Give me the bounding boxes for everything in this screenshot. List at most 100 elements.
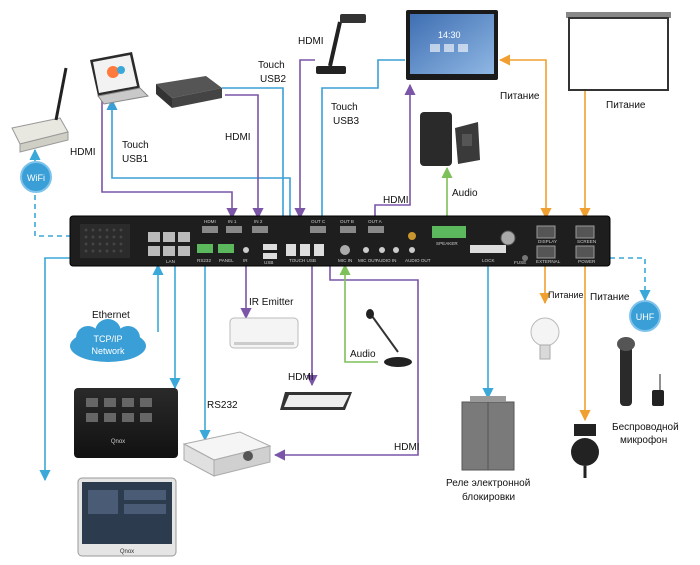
- lan-port-icon: [148, 232, 160, 242]
- main-controller: HDMI IN 1 IN 2 OUT C OUT B OUT A SPEAKER…: [69, 215, 611, 267]
- label-audio-mic: Audio: [350, 349, 376, 360]
- power-plug-icon: [571, 424, 599, 478]
- relay-port-icon: [536, 225, 556, 239]
- touch-usb-port-icon: [286, 244, 296, 256]
- hdmi-port-icon: [310, 226, 326, 233]
- relay-port-icon: [575, 245, 595, 259]
- port-label: MIC OUT: [358, 258, 378, 263]
- label-hdmi-laptop: HDMI: [70, 147, 96, 158]
- line-uhf: [610, 257, 651, 302]
- line-laptop-hdmi: [101, 100, 238, 220]
- port-label: FUSE: [514, 260, 526, 265]
- port-label: SPEAKER: [436, 241, 458, 246]
- touch-usb-port-icon: [314, 244, 324, 256]
- lock-relay-door-icon: [461, 396, 515, 471]
- interactive-display-icon: 14:30: [406, 10, 498, 80]
- label-touch-usb3-b: USB3: [333, 116, 360, 127]
- desk-microphone-icon: [366, 309, 412, 367]
- line-usb2: [222, 87, 284, 218]
- label-rs232: RS232: [207, 400, 238, 411]
- port-label: PANEL: [219, 258, 234, 263]
- rs232-terminal-icon: [197, 244, 213, 253]
- label-ir-emitter: IR Emitter: [249, 297, 294, 308]
- line-mic-audio: [339, 263, 378, 363]
- port-label: AUDIO OUT: [405, 258, 431, 263]
- label-relay-b: блокировки: [462, 491, 515, 503]
- label-hdmi-monitor: HDMI: [288, 372, 314, 383]
- port-label: LOCK: [482, 258, 495, 263]
- network-cloud-icon: TCP/IP Network: [70, 319, 146, 362]
- port-label: POWER: [578, 259, 596, 264]
- display-clock: 14:30: [438, 30, 461, 40]
- line-usb3: [321, 59, 405, 218]
- hdmi-port-icon: [252, 226, 268, 233]
- bnc-connector-icon: [500, 230, 516, 246]
- label-hdmi-player: HDMI: [225, 132, 251, 143]
- wifi-cloud-icon: WiFi: [20, 161, 52, 193]
- label-wireless-mic-b: микрофон: [620, 434, 667, 446]
- label-touch-usb3-a: Touch: [331, 102, 358, 113]
- label-touch-usb1-a: Touch: [122, 140, 149, 151]
- brand-label: Qnox: [111, 439, 125, 445]
- line-display-power: [498, 54, 552, 220]
- control-panel-tablet-icon: Qnox: [77, 477, 177, 557]
- port-label: USB: [264, 260, 273, 265]
- label-power-lamp: Питание: [548, 290, 584, 300]
- touch-usb-port-icon: [300, 244, 310, 256]
- port-label: DISPLAY: [538, 239, 557, 244]
- port-label: AUDIO IN: [376, 258, 396, 263]
- port-label: IN 2: [254, 219, 263, 224]
- lan-port-icon: [148, 246, 160, 256]
- relay-port-icon: [536, 245, 556, 259]
- light-bulb-icon: [530, 317, 560, 360]
- port-label: SCREEN: [577, 239, 596, 244]
- uhf-label: UHF: [636, 312, 655, 322]
- network-label-1: TCP/IP: [93, 334, 122, 344]
- ir-jack-icon: [243, 247, 249, 253]
- port-label: HDMI: [204, 219, 216, 224]
- hdmi-port-icon: [340, 226, 356, 233]
- usb-port-icon: [263, 244, 277, 250]
- port-label: LAN: [166, 259, 175, 264]
- uhf-cloud-icon: UHF: [629, 300, 661, 332]
- fuse-icon: [522, 255, 528, 261]
- port-label: TOUCH USB: [289, 258, 316, 263]
- label-touch-usb1-b: USB1: [122, 154, 149, 165]
- speaker-terminal-icon: [432, 226, 466, 238]
- mic-in-icon: [340, 245, 350, 255]
- usb-port-icon: [263, 253, 277, 259]
- projection-screen-icon: [566, 12, 671, 91]
- air-conditioner-icon: [229, 317, 299, 349]
- label-touch-usb2-a: Touch: [258, 60, 285, 71]
- line-laptop-usb1: [106, 98, 291, 218]
- wifi-label: WiFi: [27, 173, 45, 183]
- brand-label: Qnox: [120, 549, 134, 555]
- speaker-icon: [420, 112, 480, 166]
- lan-port-icon: [163, 246, 175, 256]
- monitor-icon: [280, 392, 352, 410]
- labels: HDMI Touch USB2 Touch USB3 HDMI Touch US…: [70, 36, 679, 503]
- control-panel-black-icon: Qnox: [74, 388, 178, 458]
- port-label: OUT C: [311, 219, 326, 224]
- label-touch-usb2-b: USB2: [260, 74, 287, 85]
- port-label: EXTERNAL: [536, 259, 561, 264]
- wifi-router-icon: [11, 67, 69, 153]
- line-player-hdmi: [225, 94, 264, 220]
- line-camera-hdmi: [294, 59, 315, 220]
- label-hdmi-display: HDMI: [383, 195, 409, 206]
- label-ethernet: Ethernet: [92, 310, 130, 321]
- lan-port-icon: [178, 246, 190, 256]
- lock-terminal-icon: [470, 245, 506, 253]
- audio-jack-icon: [409, 247, 415, 253]
- knob-icon: [408, 232, 416, 240]
- relay-port-icon: [575, 225, 595, 239]
- vent-grille: [80, 224, 130, 258]
- port-label: MIC IN: [338, 258, 352, 263]
- label-power-screen: Питание: [606, 100, 646, 111]
- port-label: IN 1: [228, 219, 237, 224]
- port-label: OUT A: [368, 219, 383, 224]
- port-label: OUT B: [340, 219, 354, 224]
- line-display-hdmi: [374, 83, 416, 218]
